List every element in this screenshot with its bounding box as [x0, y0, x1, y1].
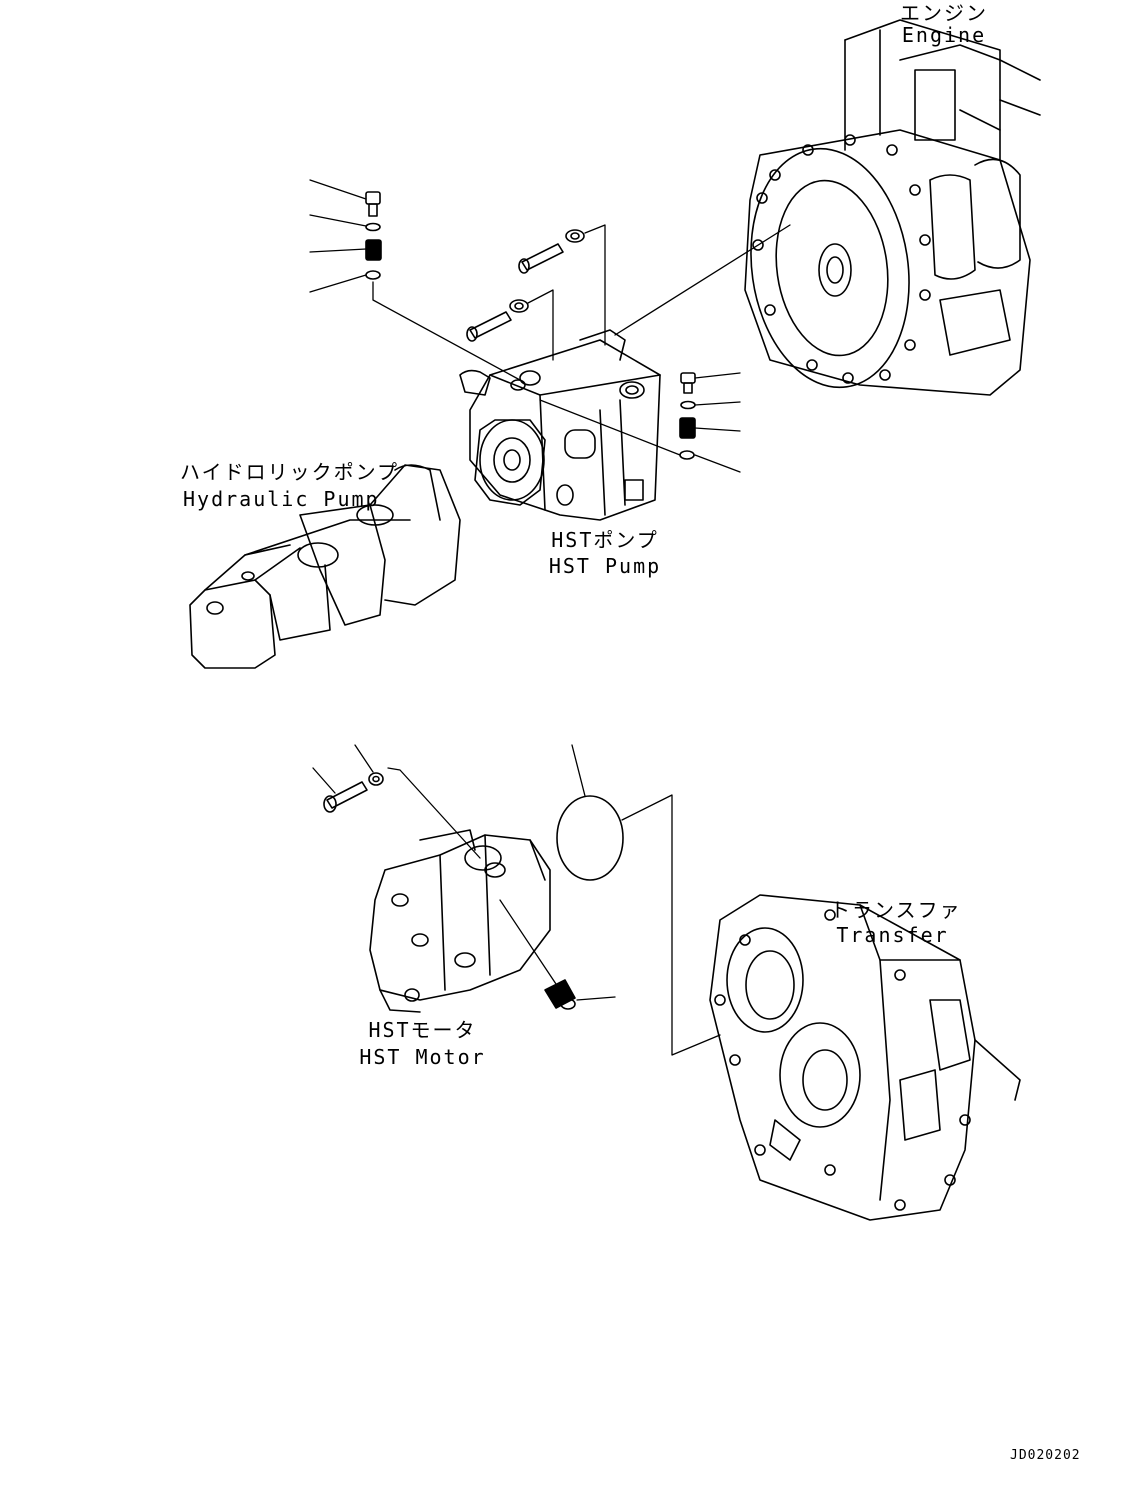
hydraulic-pump-illustration: [189, 464, 461, 669]
engine-illustration: [744, 19, 1041, 396]
engine-label-en: Engine: [901, 23, 987, 47]
pump-mounting-bolts: [466, 229, 585, 342]
leader-lines: [309, 179, 791, 1056]
hst-pump-label-ja: HSTポンプ: [551, 528, 659, 552]
hst-motor-label-en: HST Motor: [359, 1045, 486, 1069]
motor-sensor: [544, 979, 576, 1010]
transfer-label-ja: トランスファ: [830, 898, 962, 922]
transfer-illustration: [709, 894, 1021, 1221]
motor-mounting-bolt: [323, 772, 384, 813]
pump-right-fittings: [679, 372, 696, 460]
hydraulic-pump-label-ja: ハイドロリックポンプ: [180, 460, 399, 484]
transfer-label-en: Transfer: [836, 923, 949, 947]
hst-motor-illustration: [369, 829, 551, 1013]
transfer-o-ring: [556, 795, 624, 881]
document-id: JD020202: [1010, 1448, 1081, 1463]
hst-pump-illustration: [459, 329, 661, 521]
hst-motor-label-ja: HSTモータ: [368, 1018, 477, 1042]
hst-pump-label-en: HST Pump: [548, 554, 662, 578]
pump-left-fittings: [365, 191, 382, 280]
engine-label-ja: エンジン: [900, 1, 988, 25]
hydraulic-pump-label-en: Hydraulic Pump: [183, 487, 380, 511]
